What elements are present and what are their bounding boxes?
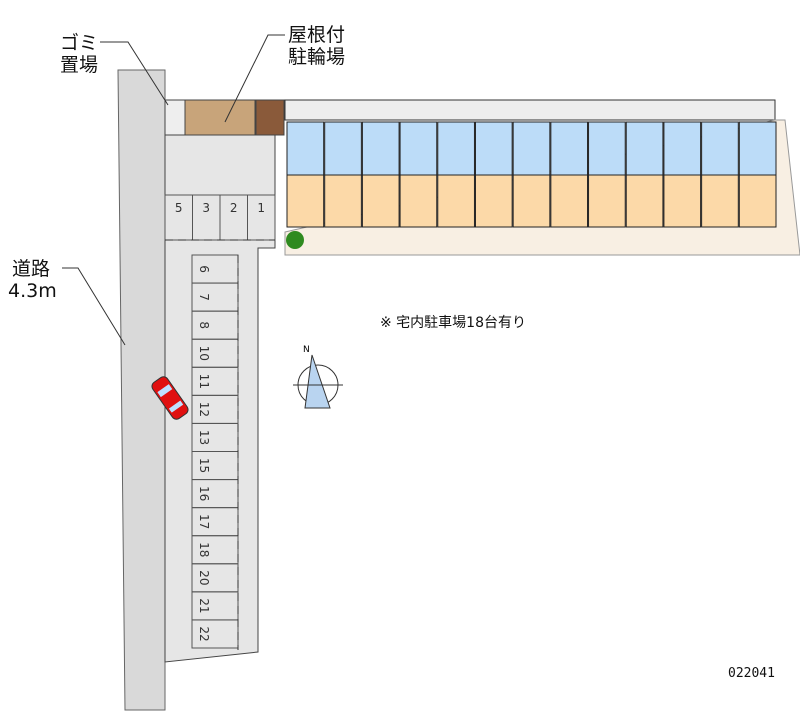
parking-space-number: 20 [197, 570, 211, 585]
unit-lower [738, 174, 777, 228]
parking-space-number: 13 [197, 430, 211, 445]
compass-icon [293, 354, 343, 409]
parking-space-number: 2 [230, 201, 238, 215]
unit-lower [286, 174, 325, 228]
parking-space-number: 7 [197, 293, 211, 301]
unit-upper [324, 121, 362, 176]
parking-space-number: 6 [197, 265, 211, 273]
garbage-label: ゴミ置場 [60, 32, 98, 76]
unit-lower [399, 174, 438, 228]
unit-lower [361, 174, 400, 228]
unit-upper [663, 121, 702, 176]
unit-upper [588, 121, 626, 176]
parking-space-number: 18 [197, 542, 211, 557]
leader-line [100, 41, 169, 106]
unit-upper [361, 121, 400, 176]
tree-icon [286, 231, 304, 249]
unit-upper [738, 121, 777, 176]
unit-lower [437, 174, 475, 228]
unit-lower [588, 174, 626, 228]
parking-space-number: 10 [197, 346, 211, 361]
unit-upper [474, 121, 513, 176]
parking-space-number: 5 [175, 201, 183, 215]
unit-lower [474, 174, 513, 228]
building-units [286, 121, 777, 228]
leader-line [62, 267, 126, 346]
unit-upper [437, 121, 475, 176]
covered-bicycle-parking [184, 99, 256, 136]
garbage-label-line1: ゴミ [60, 32, 99, 54]
walkway [284, 99, 776, 121]
unit-upper [286, 121, 325, 176]
car-icon [151, 376, 189, 420]
road-width: 4.3m [8, 280, 57, 302]
unit-lower [701, 174, 739, 228]
unit-upper [701, 121, 739, 176]
brick-area [255, 99, 285, 136]
bike-parking-label: 屋根付駐輪場 [288, 24, 345, 68]
parking-space-number: 1 [257, 201, 265, 215]
road [117, 69, 166, 711]
unit-upper [399, 121, 438, 176]
unit-lower [625, 174, 664, 228]
parking-note: ※ 宅内駐車場18台有り [380, 315, 526, 331]
bike-label-line2: 駐輪場 [288, 46, 346, 68]
parking-space-number: 12 [197, 402, 211, 417]
unit-upper [550, 121, 589, 176]
unit-lower [324, 174, 362, 228]
parking-space-number: 21 [197, 598, 211, 613]
unit-lower [663, 174, 702, 228]
parking-space-number: 3 [202, 201, 210, 215]
parking-space-number: 22 [197, 626, 211, 641]
unit-upper [625, 121, 664, 176]
garbage-label-line2: 置場 [60, 54, 99, 76]
parking-space-number: 16 [197, 486, 211, 501]
compass-north-label: N [303, 345, 310, 355]
road-label-line1: 道路 [12, 258, 51, 280]
map-code: 022041 [728, 666, 775, 681]
parking-space-number: 17 [197, 514, 211, 529]
unit-upper [512, 121, 551, 176]
bike-label-line1: 屋根付 [288, 24, 346, 46]
parking-space-number: 11 [197, 374, 211, 389]
garbage-area [164, 99, 186, 136]
unit-lower [550, 174, 589, 228]
leader-line [224, 34, 285, 123]
parking-space-number: 15 [197, 458, 211, 473]
unit-lower [512, 174, 551, 228]
parking-space-number: 8 [197, 321, 211, 329]
